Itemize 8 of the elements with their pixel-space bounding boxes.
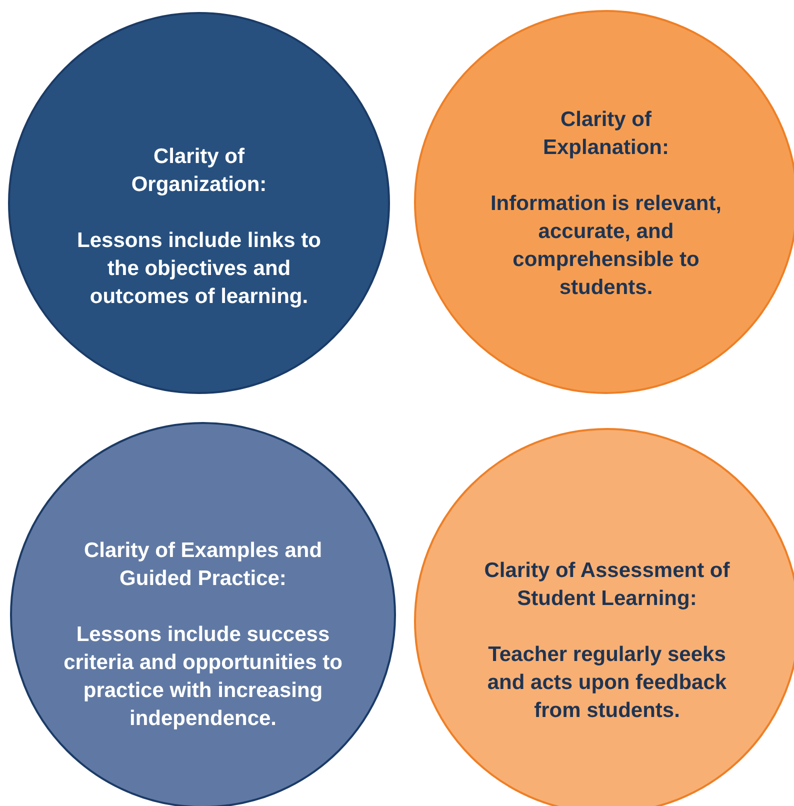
- circle-heading: Clarity of Assessment of Student Learning:: [483, 558, 731, 612]
- circle-description: Teacher regularly seeks and acts upon feedback from students.: [486, 642, 728, 724]
- circle-heading: Clarity of Organization:: [130, 144, 268, 198]
- circle-description: Lessons include links to the objectives and outcomes of learning.: [76, 228, 322, 310]
- circle-heading: Clarity of Examples and Guided Practice:: [82, 538, 324, 592]
- circle-description: Information is relevant, accurate, and comprehensible to students.: [489, 191, 723, 301]
- circle-heading: Clarity of Explanation:: [542, 107, 670, 161]
- circle-description: Lessons include success criteria and opportunities to practice with increasing independence.: [62, 622, 344, 732]
